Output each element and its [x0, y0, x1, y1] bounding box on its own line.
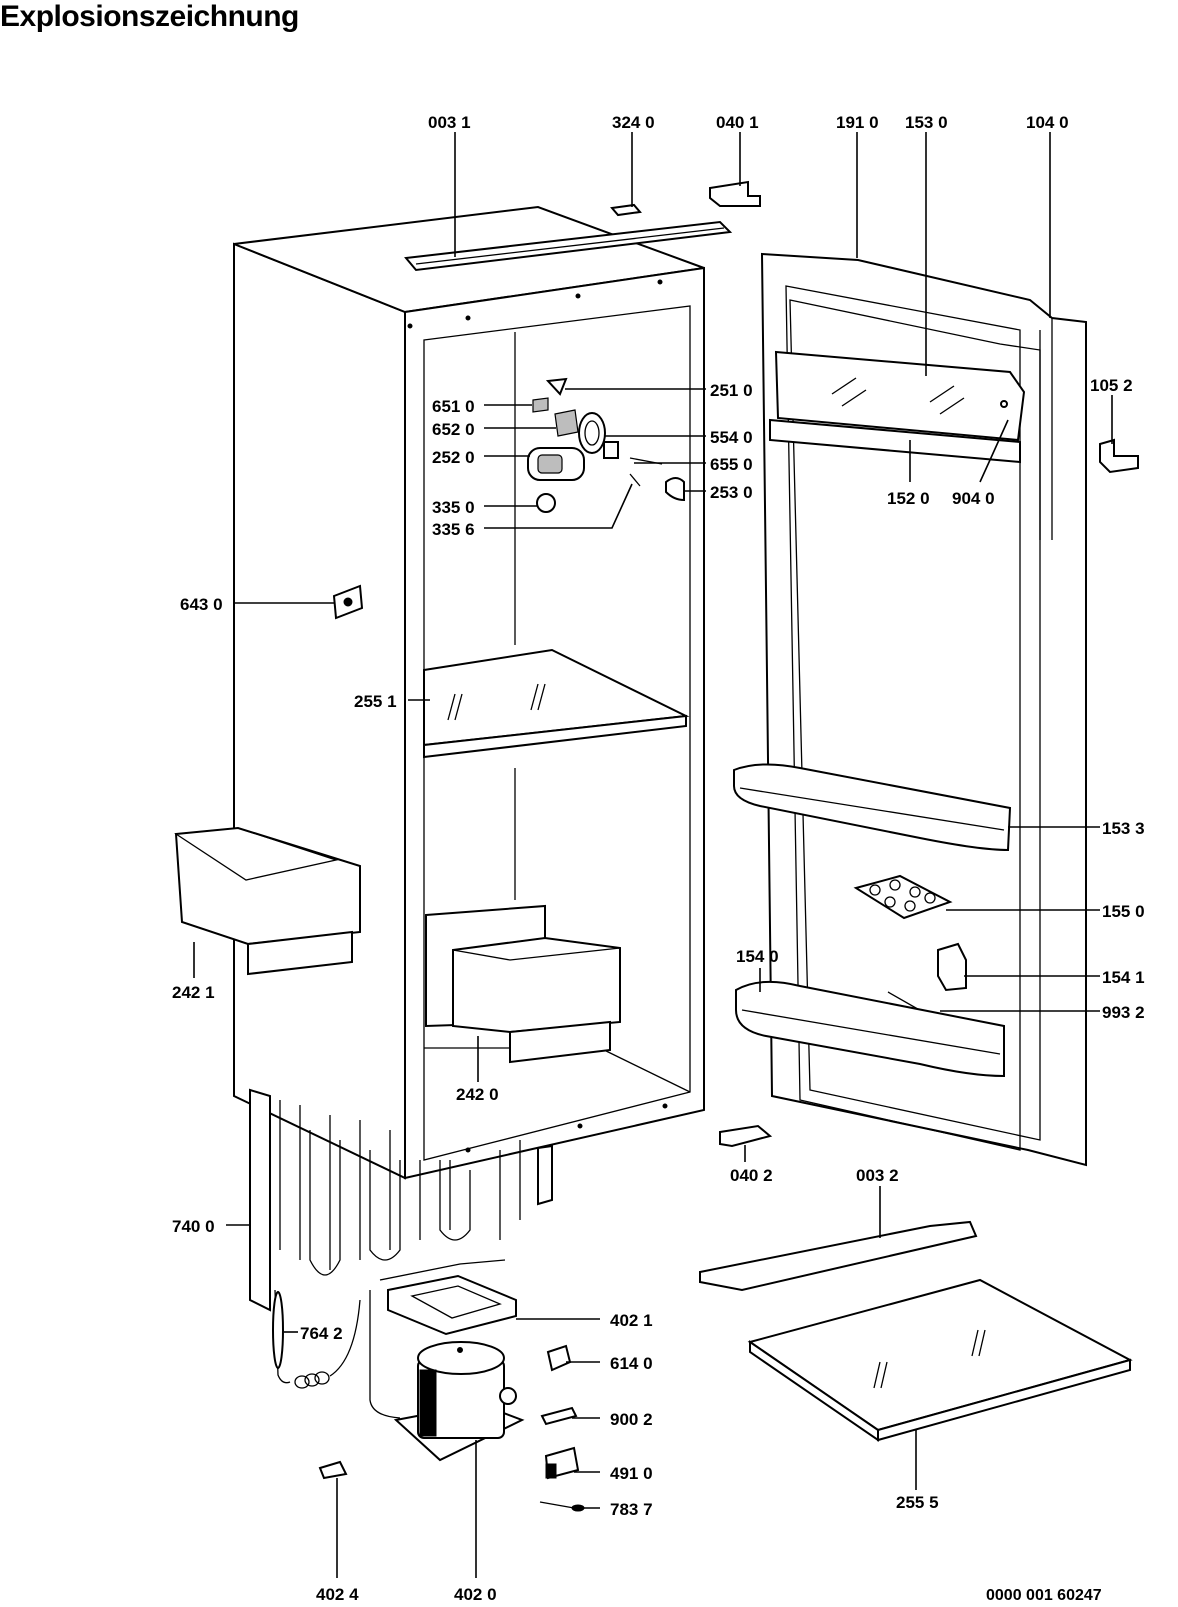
- label-491-0: 491 0: [610, 1464, 653, 1483]
- document-number: 0000 001 60247: [986, 1587, 1102, 1604]
- label-154-0: 154 0: [736, 947, 779, 966]
- label-335-6: 335 6: [432, 520, 475, 539]
- label-191-0: 191 0: [836, 113, 879, 132]
- glass-shelf-loose: [747, 1278, 1133, 1442]
- label-155-0: 155 0: [1102, 902, 1145, 921]
- label-402-4: 402 4: [316, 1585, 359, 1604]
- light-control-unit: [527, 377, 685, 513]
- label-993-2: 993 2: [1102, 1003, 1145, 1022]
- label-655-0: 655 0: [710, 455, 753, 474]
- label-904-0: 904 0: [952, 489, 995, 508]
- label-652-0: 652 0: [432, 420, 475, 439]
- label-764-2: 764 2: [300, 1324, 343, 1343]
- label-242-1: 242 1: [172, 983, 215, 1002]
- label-335-0: 335 0: [432, 498, 475, 517]
- small-clip: [318, 1460, 348, 1480]
- clip-part: [610, 203, 642, 217]
- label-740-0: 740 0: [172, 1217, 215, 1236]
- label-651-0: 651 0: [432, 397, 475, 416]
- top-cover-strip: [404, 220, 733, 272]
- label-153-0: 153 0: [905, 113, 948, 132]
- condenser: [249, 1088, 553, 1312]
- compressor: [393, 1341, 525, 1462]
- door: [733, 252, 1087, 1167]
- label-154-1: 154 1: [1102, 968, 1145, 987]
- label-003-2: 003 2: [856, 1166, 899, 1185]
- side-plate: [332, 584, 364, 620]
- label-152-0: 152 0: [887, 489, 930, 508]
- label-040-2: 040 2: [730, 1166, 773, 1185]
- glass-shelf-cabinet: [423, 648, 690, 759]
- label-003-1: 003 1: [428, 113, 471, 132]
- part-labels: 003 1 324 0 040 1 191 0 153 0 104 0 105 …: [172, 113, 1145, 1604]
- label-242-0: 242 0: [456, 1085, 499, 1104]
- label-040-1: 040 1: [716, 113, 759, 132]
- label-554-0: 554 0: [710, 428, 753, 447]
- label-105-2: 105 2: [1090, 376, 1133, 395]
- label-324-0: 324 0: [612, 113, 655, 132]
- door-hinge-right: [1099, 438, 1139, 474]
- label-252-0: 252 0: [432, 448, 475, 467]
- label-251-0: 251 0: [710, 381, 753, 400]
- label-255-5: 255 5: [896, 1493, 939, 1512]
- label-643-0: 643 0: [180, 595, 223, 614]
- bottom-cover-strip: [699, 1220, 978, 1292]
- relay-parts: [539, 1344, 585, 1512]
- label-104-0: 104 0: [1026, 113, 1069, 132]
- leader-lines: [193, 132, 1113, 1578]
- capillary-tube: [272, 1289, 361, 1389]
- label-255-1: 255 1: [354, 692, 397, 711]
- label-402-1: 402 1: [610, 1311, 653, 1330]
- label-402-0: 402 0: [454, 1585, 497, 1604]
- label-900-2: 900 2: [610, 1410, 653, 1429]
- label-153-3: 153 3: [1102, 819, 1145, 838]
- separate-bin: [174, 826, 361, 976]
- diagram-title: Explosionszeichnung: [0, 0, 299, 33]
- label-614-0: 614 0: [610, 1354, 653, 1373]
- crisper-drawers: [425, 904, 621, 1064]
- label-253-0: 253 0: [710, 483, 753, 502]
- lower-hinge: [719, 1124, 773, 1148]
- compressor-tray: [369, 1259, 517, 1419]
- label-783-7: 783 7: [610, 1500, 653, 1519]
- upper-hinge: [709, 180, 761, 207]
